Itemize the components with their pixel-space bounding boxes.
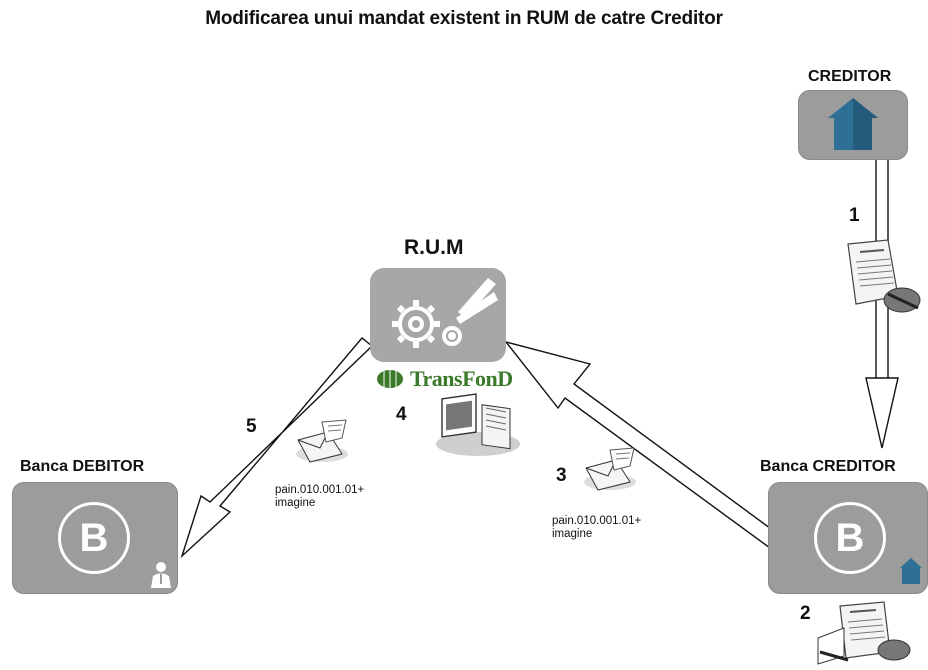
bank-b-icon-2: B — [814, 502, 886, 574]
banca-creditor-label: Banca CREDITOR — [760, 458, 896, 475]
step-3-message: pain.010.001.01+ imagine — [552, 515, 641, 541]
document-signing-icon — [847, 239, 921, 313]
creditor-tile — [798, 90, 908, 160]
rum-label: R.U.M — [404, 236, 464, 259]
step-2-number: 2 — [800, 603, 811, 624]
envelope-message-icon — [296, 419, 348, 463]
bank-b-letter: B — [79, 515, 109, 560]
rum-tile — [370, 268, 506, 362]
arrow-step-5 — [180, 337, 374, 559]
banca-debitor-tile: B — [12, 482, 178, 594]
person-icon — [151, 562, 171, 588]
globe-icon — [377, 370, 403, 388]
step-3-message-line1: pain.010.001.01+ — [552, 515, 642, 527]
step-4-number: 4 — [396, 404, 407, 425]
step-3-message-line2: imagine — [552, 528, 593, 540]
house-icon-small — [900, 558, 922, 584]
step-5-message-line1: pain.010.001.01+ — [275, 484, 365, 496]
banca-debitor-label: Banca DEBITOR — [20, 458, 145, 475]
transfond-logo: TransFonD — [376, 366, 513, 392]
step-3-number: 3 — [556, 465, 567, 486]
step-5-message-line2: imagine — [275, 497, 316, 509]
arrow-step-3 — [504, 340, 779, 550]
gears-icon — [392, 278, 498, 348]
step-1-number: 1 — [849, 205, 860, 226]
house-icon — [828, 98, 878, 150]
step-5-number: 5 — [246, 416, 257, 437]
envelope-message-icon-2 — [584, 447, 636, 491]
server-documents-icon — [436, 393, 520, 456]
creditor-label: CREDITOR — [808, 68, 892, 85]
step-5-message: pain.010.001.01+ imagine — [275, 484, 364, 510]
bank-b-icon: B — [58, 502, 130, 574]
diagram-title: Modificarea unui mandat existent in RUM … — [205, 8, 723, 29]
banca-creditor-tile: B — [768, 482, 928, 594]
document-signing-icon-2 — [817, 601, 911, 665]
logo-text: TransFonD — [410, 366, 513, 391]
bank-b-letter-2: B — [835, 515, 865, 560]
